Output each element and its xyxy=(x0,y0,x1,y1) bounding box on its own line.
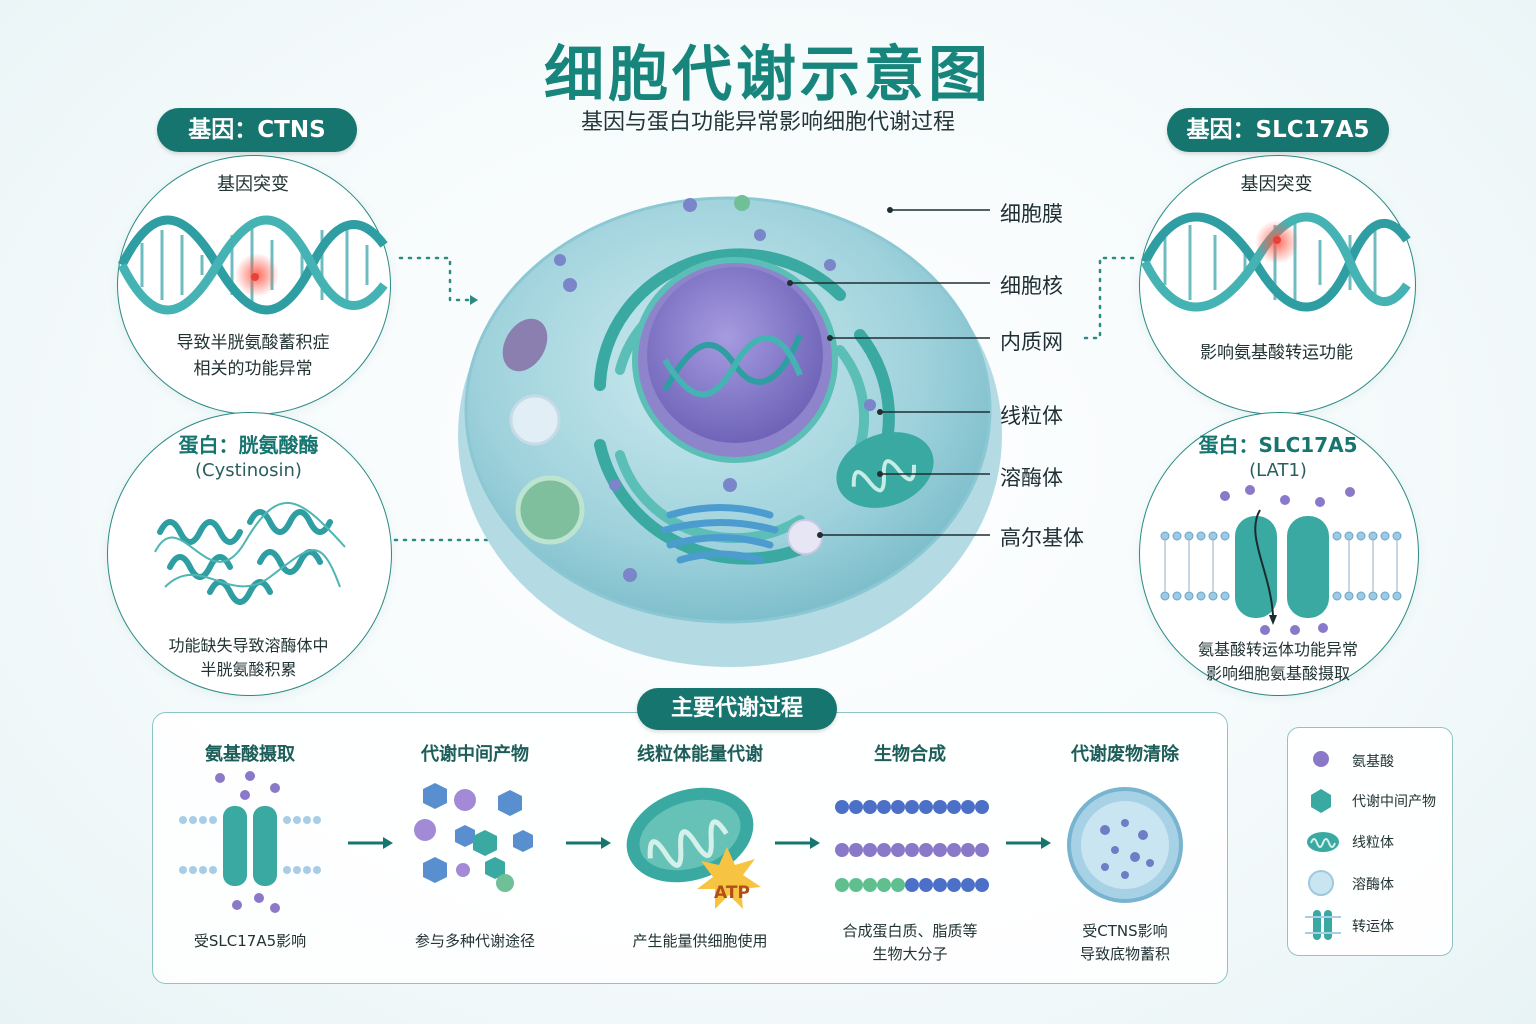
cystinosin-circle xyxy=(107,412,392,696)
legend-amino-acid: 氨基酸 xyxy=(1352,754,1394,770)
step-3-title: 线粒体能量代谢 xyxy=(637,744,763,765)
gene-ctns-label: 基因：CTNS xyxy=(157,108,357,152)
step-2-intermediates-icon xyxy=(414,783,533,892)
label-lysosome: 溶酶体 xyxy=(1000,466,1063,490)
step-1-desc: 受SLC17A5影响 xyxy=(193,932,307,950)
label-golgi: 高尔基体 xyxy=(1000,526,1084,550)
lysosome-icon xyxy=(1308,870,1334,896)
legend-icons xyxy=(1305,751,1341,940)
legend-mitochondrion: 线粒体 xyxy=(1352,835,1394,851)
cell-illustration xyxy=(458,195,1002,667)
cystinosin-text-2: 半胱氨酸积累 xyxy=(200,660,297,679)
ctns-dna-icon xyxy=(117,215,388,315)
step-5-title: 代谢废物清除 xyxy=(1071,744,1179,765)
amino-acid-icon xyxy=(1313,751,1329,767)
step-5-desc-2: 导致底物蓄积 xyxy=(1079,945,1170,963)
step-1-transporter-icon xyxy=(179,771,321,913)
slc17a5-protein-text-1: 氨基酸转运体功能异常 xyxy=(1197,640,1358,659)
step-1-title: 氨基酸摄取 xyxy=(205,744,295,765)
step-4-title: 生物合成 xyxy=(874,744,946,765)
ctns-mutation-text-1: 导致半胱氨酸蓄积症 xyxy=(176,333,330,353)
step-3-mitochondrion-icon xyxy=(626,787,761,909)
step-4-desc-2: 生物大分子 xyxy=(872,945,948,963)
slc17a5-protein-subtitle: (LAT1) xyxy=(1249,460,1307,481)
label-cell-membrane: 细胞膜 xyxy=(1000,202,1063,226)
step-4-desc-1: 合成蛋白质、脂质等 xyxy=(842,922,978,940)
legend-lysosome: 溶酶体 xyxy=(1352,877,1394,893)
legend-intermediate: 代谢中间产物 xyxy=(1352,794,1436,810)
intermediate-icon xyxy=(1311,789,1331,813)
label-nucleus: 细胞核 xyxy=(1000,274,1063,298)
legend-transporter: 转运体 xyxy=(1352,919,1394,935)
atp-label: ATP xyxy=(714,883,750,903)
slc17a5-mutation-text: 影响氨基酸转运功能 xyxy=(1200,343,1353,363)
protein-structure-icon xyxy=(154,501,346,605)
page-subtitle: 基因与蛋白功能异常影响细胞代谢过程 xyxy=(580,110,955,135)
step-2-desc: 参与多种代谢途径 xyxy=(414,932,535,950)
label-mitochondria: 线粒体 xyxy=(1000,404,1063,428)
slc17a5-mutation-title: 基因突变 xyxy=(1240,174,1313,195)
ctns-mutation-title: 基因突变 xyxy=(217,174,289,195)
step-5-lysosome-icon xyxy=(1067,787,1183,903)
transporter-icon xyxy=(1305,910,1341,940)
cystinosin-subtitle: (Cystinosin) xyxy=(195,460,302,481)
step-4-polymer-chains-icon xyxy=(835,800,989,892)
slc17a5-mutation-circle xyxy=(1139,155,1416,415)
gene-slc17a5-label: 基因：SLC17A5 xyxy=(1167,108,1389,152)
step-3-desc: 产生能量供细胞使用 xyxy=(632,932,768,950)
cystinosin-text-1: 功能缺失导致溶酶体中 xyxy=(168,636,329,655)
ctns-mutation-text-2: 相关的功能异常 xyxy=(193,359,313,379)
membrane-transporter-icon xyxy=(1160,485,1402,635)
cystinosin-title: 蛋白：胱氨酸酶 xyxy=(178,433,319,457)
slc17a5-protein-text-2: 影响细胞氨基酸摄取 xyxy=(1205,664,1350,683)
slc17a5-dna-icon xyxy=(1140,212,1411,312)
step-5-desc-1: 受CTNS影响 xyxy=(1082,922,1168,940)
process-header: 主要代谢过程 xyxy=(637,688,837,730)
page-title: 细胞代谢示意图 xyxy=(544,40,992,110)
step-2-title: 代谢中间产物 xyxy=(421,744,529,765)
slc17a5-protein-title: 蛋白：SLC17A5 xyxy=(1198,433,1358,457)
label-er: 内质网 xyxy=(1000,330,1063,354)
